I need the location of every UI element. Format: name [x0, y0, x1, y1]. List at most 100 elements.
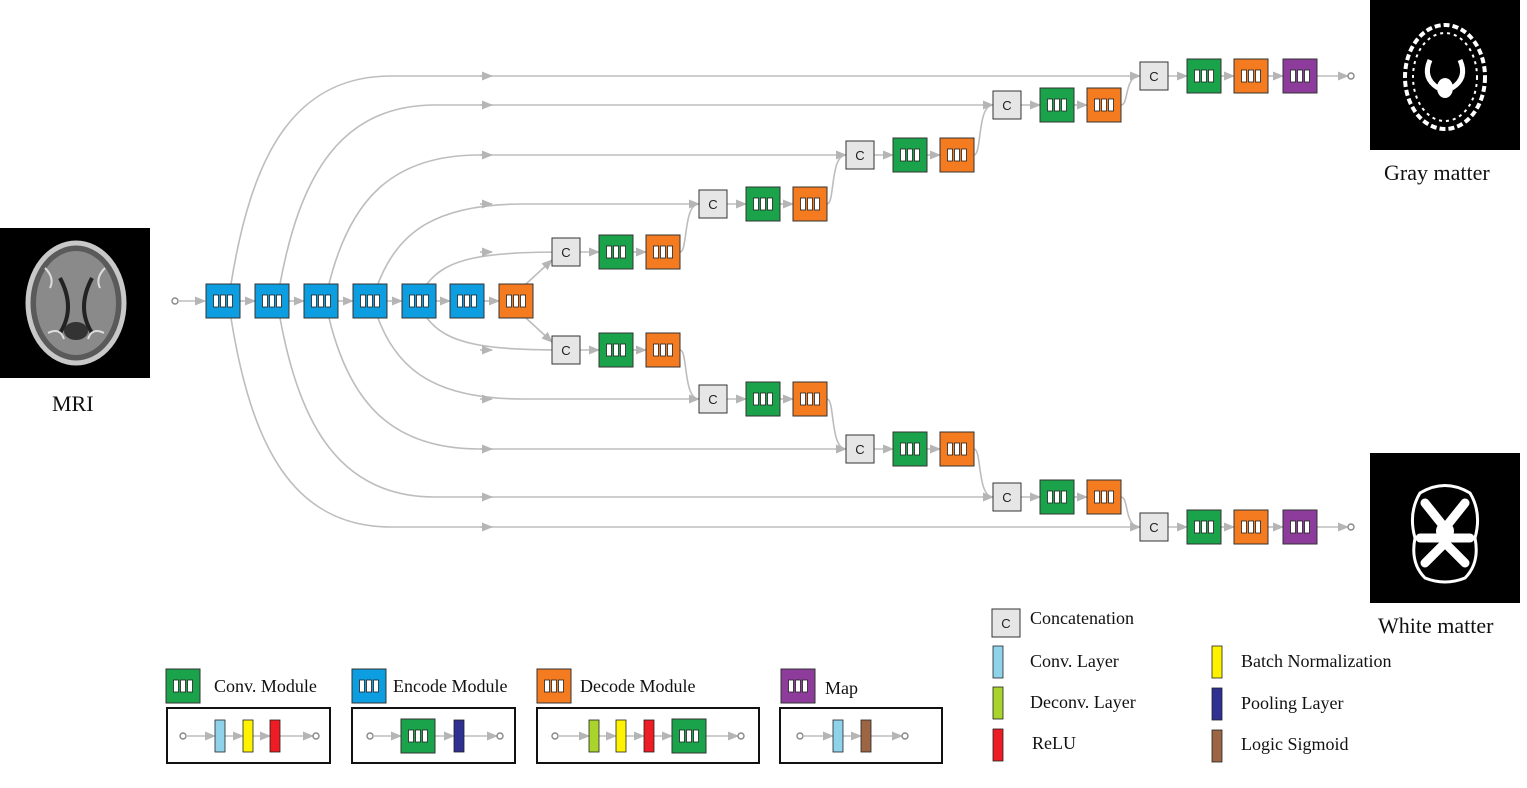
map-module-bar	[1304, 69, 1310, 83]
conv-module	[892, 137, 928, 173]
encode-module-bar	[360, 294, 366, 308]
conv-module-bar	[753, 197, 759, 211]
gray-matter-label: Gray matter	[1384, 160, 1490, 185]
decode-module-body	[939, 431, 975, 467]
decode-module	[498, 283, 534, 319]
concat-body	[698, 384, 728, 414]
conv-module	[745, 186, 781, 222]
decode-module-bar	[1094, 490, 1100, 504]
decode-module-bar	[520, 294, 526, 308]
concat-body	[992, 90, 1022, 120]
legend-key-batch-norm	[1211, 645, 1223, 679]
legend-conv-module-icon-bar	[187, 679, 193, 693]
decode-module	[645, 332, 681, 368]
encode-module	[401, 283, 437, 319]
conv-module-bar	[900, 148, 906, 162]
connector-line	[279, 317, 993, 498]
legend-batch-norm-bar	[242, 719, 254, 753]
concat-symbol: C	[708, 392, 717, 407]
connector-line	[1120, 496, 1142, 532]
legend-relu-label: ReLU	[1032, 733, 1076, 753]
concat-symbol: C	[1001, 616, 1010, 631]
terminal-dot	[796, 732, 804, 740]
map-module-bar	[1297, 520, 1303, 534]
concat-node: C	[992, 90, 1022, 120]
conv-module-bar	[1047, 98, 1053, 112]
decode-module-bar	[1108, 490, 1114, 504]
concat-node: C	[845, 140, 875, 170]
encode-module-bar	[262, 294, 268, 308]
decode-module	[1086, 479, 1122, 515]
decode-module-bar	[1241, 520, 1247, 534]
encode-module-bar	[325, 294, 331, 308]
legend-boxes: C	[165, 608, 1223, 764]
legend-encode-module-icon-bar	[373, 679, 379, 693]
legend-key-deconv-layer	[992, 686, 1004, 720]
decode-module-bar	[1101, 490, 1107, 504]
connections	[171, 71, 1355, 532]
encode-module-bar	[423, 294, 429, 308]
concat-body	[845, 140, 875, 170]
conv-module	[892, 431, 928, 467]
decode-module-bar	[1108, 98, 1114, 112]
concat-symbol: C	[1149, 69, 1158, 84]
decode-module-bar	[800, 197, 806, 211]
encode-module-bar	[311, 294, 317, 308]
encode-module-bar	[409, 294, 415, 308]
concat-symbol: C	[1149, 520, 1158, 535]
legend-conv-module-icon-bar	[173, 679, 179, 693]
decode-module-bar	[954, 442, 960, 456]
terminal-dot	[737, 732, 745, 740]
legend-encode-module-label: Encode Module	[393, 676, 508, 696]
conv-module-bar	[767, 392, 773, 406]
legend-conv-module-label: Conv. Module	[214, 676, 317, 696]
decode-module-bar	[947, 148, 953, 162]
legend-encode-conv-icon	[400, 718, 436, 754]
legend-decode-module-label: Decode Module	[580, 676, 696, 696]
decode-module-bar	[513, 294, 519, 308]
encode-module	[352, 283, 388, 319]
decode-module-body	[1086, 87, 1122, 123]
concat-node: C	[1139, 61, 1169, 91]
conv-module-bar	[620, 245, 626, 259]
terminal-dot	[551, 732, 559, 740]
conv-module	[1039, 87, 1075, 123]
concat-body	[1139, 61, 1169, 91]
legend-encode-module-icon	[351, 668, 387, 704]
terminal-dot	[1347, 523, 1355, 531]
decode-module	[792, 381, 828, 417]
concat-symbol: C	[708, 197, 717, 212]
decode-module	[1233, 58, 1269, 94]
legend-decode-conv-icon	[671, 718, 707, 754]
conv-module-bar	[1047, 490, 1053, 504]
encode-module	[205, 283, 241, 319]
legend-conv-layer-bar	[214, 719, 226, 753]
legend-batch-norm-label: Batch Normalization	[1241, 651, 1392, 671]
concat-body	[698, 189, 728, 219]
legend-conv-layer-bar	[832, 719, 844, 753]
encode-module-bar	[269, 294, 275, 308]
connector-line	[973, 100, 995, 156]
legend-conv-module-icon-bar	[180, 679, 186, 693]
decode-module-body	[645, 332, 681, 368]
encode-module-bar	[213, 294, 219, 308]
conv-module-bar	[760, 197, 766, 211]
terminal-dot	[179, 732, 187, 740]
connector-line	[230, 75, 1140, 285]
decode-module-bar	[807, 197, 813, 211]
legend-map-label: Map	[825, 678, 858, 698]
decode-module-bar	[961, 442, 967, 456]
decode-module-bar	[1101, 98, 1107, 112]
legend-relu-bar	[269, 719, 281, 753]
decode-module-bar	[1248, 69, 1254, 83]
conv-module-bar	[914, 442, 920, 456]
legend-pooling-label: Pooling Layer	[1241, 693, 1344, 713]
legend-decode-conv-icon-bar	[693, 729, 699, 743]
connector-line	[525, 317, 553, 343]
legend-key-pooling	[1211, 687, 1223, 721]
connector-line	[426, 251, 568, 285]
decode-module-bar	[1094, 98, 1100, 112]
legend-encode-conv-icon-bar	[415, 729, 421, 743]
legend-decode-module-icon	[536, 668, 572, 704]
